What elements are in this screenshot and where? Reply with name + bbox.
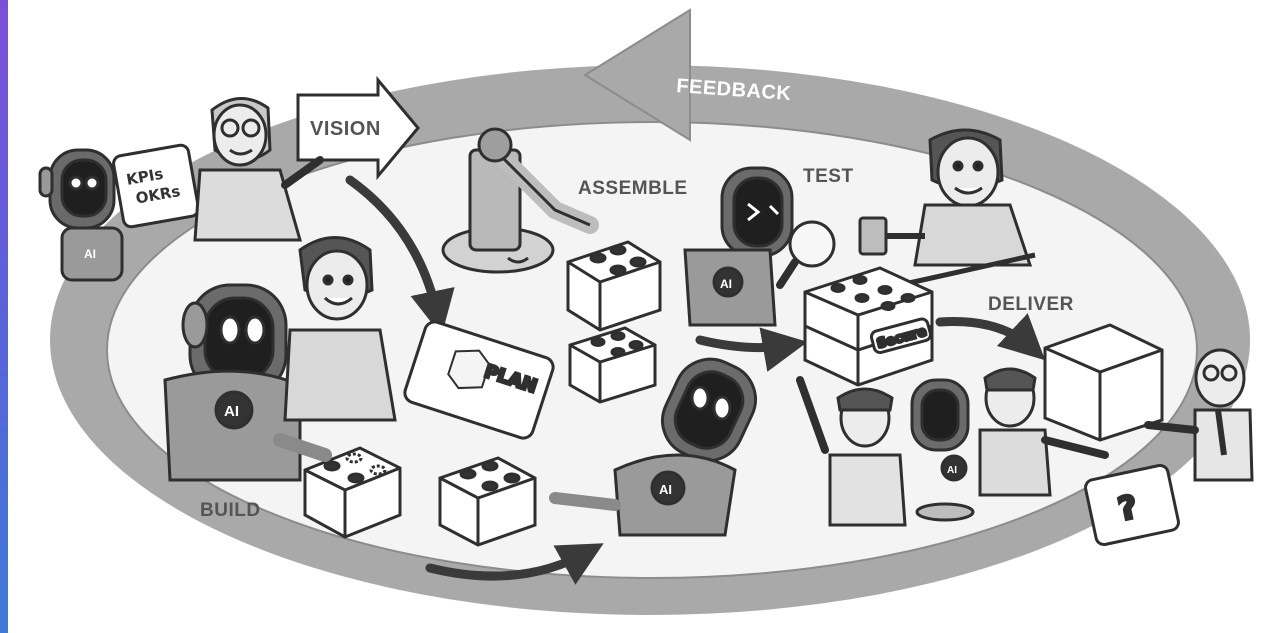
vision-to-plan-arrow — [345, 175, 455, 336]
test-to-deliver-arrow — [935, 313, 1046, 361]
delivered-box — [1043, 323, 1164, 442]
assemble-to-test-arrow — [695, 327, 808, 372]
secure-cube: Secure — [803, 266, 934, 387]
brick-assemble — [566, 240, 662, 332]
team-robot-badge: AI — [947, 465, 957, 476]
vision-sign: VISION — [296, 75, 420, 181]
vision-label: VISION — [310, 118, 381, 140]
test-label: TEST — [803, 166, 854, 187]
flow-arrows — [345, 175, 1046, 585]
tester-badge: AI — [720, 277, 732, 291]
brick-build — [438, 456, 537, 547]
robot-strategist: AI — [38, 148, 124, 282]
celebrating-team: AI — [796, 367, 1109, 527]
builder-badge: AI — [224, 403, 239, 420]
robot-carrier: AI — [549, 357, 757, 537]
build-to-assemble-arrow — [425, 543, 604, 585]
feedback-arrowhead — [583, 8, 691, 142]
hammer-icon — [858, 216, 888, 256]
deliver-label: DELIVER — [988, 294, 1074, 315]
brick-button — [303, 446, 402, 539]
client-man — [1144, 348, 1254, 482]
robot-badge: AI — [84, 247, 96, 261]
robot-arm — [441, 127, 599, 274]
side-accent-bar — [0, 0, 8, 633]
build-label: BUILD — [200, 500, 261, 521]
robot-tester: AI — [683, 166, 836, 327]
tester-man — [858, 128, 1036, 288]
kpi-tablet: KPIs OKRs — [112, 143, 200, 229]
plan-tablet: PLAN — [403, 320, 555, 440]
planner-man — [283, 236, 397, 422]
magnifier-icon — [788, 220, 836, 268]
brick-held — [568, 326, 657, 404]
visionary-woman — [193, 97, 324, 242]
assemble-label: ASSEMBLE — [578, 178, 688, 199]
carrier-badge: AI — [659, 482, 672, 497]
question-tablet: ? — [1084, 463, 1180, 547]
